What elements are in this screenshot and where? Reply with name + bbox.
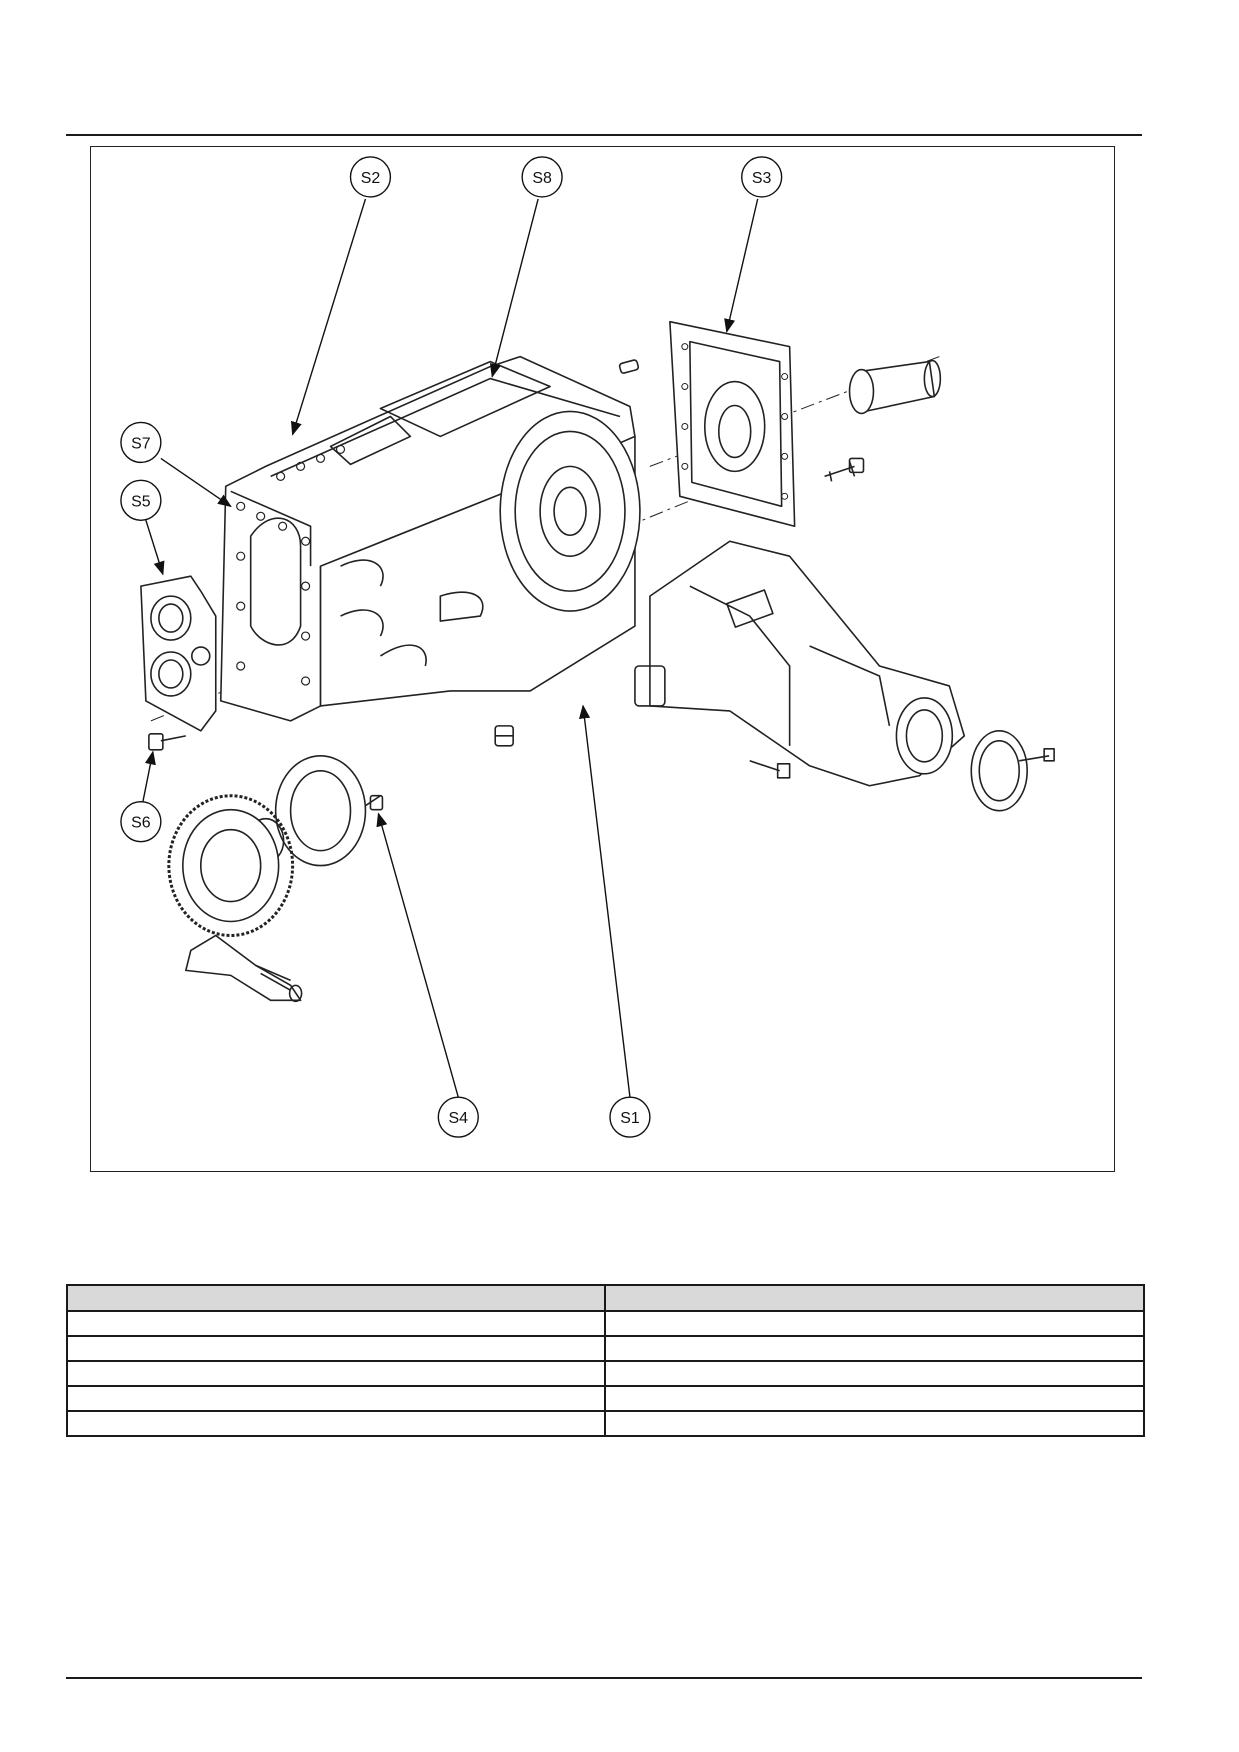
rear-axle-housing	[634, 540, 966, 787]
callout-s6-label: S6	[131, 815, 151, 832]
exploded-view-figure: S2 S8 S3 S7	[90, 146, 1115, 1172]
table-cell	[604, 1360, 1145, 1387]
callout-s4: S4	[376, 812, 479, 1138]
callout-s7: S7	[120, 421, 232, 508]
bolt-s6	[148, 733, 186, 751]
table-cell	[604, 1310, 1145, 1337]
table-header-cell	[604, 1284, 1145, 1312]
callout-s3-label: S3	[752, 170, 772, 187]
table-cell	[604, 1385, 1145, 1412]
callout-s2-label: S2	[361, 170, 381, 187]
transmission-housing	[219, 355, 641, 722]
front-cover-plate	[140, 575, 217, 732]
seal-ring	[970, 730, 1055, 812]
exploded-view-drawing: S2 S8 S3 S7	[120, 156, 1055, 1138]
table-row	[66, 1385, 1145, 1412]
parts-table	[66, 1284, 1145, 1437]
footer-rule	[66, 1677, 1142, 1679]
table-row	[66, 1410, 1145, 1437]
table-header-cell	[66, 1284, 606, 1312]
callout-s3: S3	[724, 156, 783, 334]
table-cell	[66, 1310, 606, 1337]
callout-s4-label: S4	[449, 1110, 469, 1127]
callout-s7-label: S7	[131, 435, 151, 452]
table-cell	[66, 1360, 606, 1387]
header-rule	[66, 134, 1142, 136]
table-cell	[604, 1410, 1145, 1437]
table-row	[66, 1310, 1145, 1337]
table-row	[66, 1335, 1145, 1362]
callout-s5-label: S5	[131, 493, 151, 510]
bushing	[848, 359, 942, 415]
table-cell	[604, 1335, 1145, 1362]
callout-s8-label: S8	[532, 170, 552, 187]
table-cell	[66, 1385, 606, 1412]
callout-s5: S5	[120, 479, 165, 576]
drain-plug	[494, 725, 514, 747]
table-header-row	[66, 1284, 1145, 1312]
callout-s1-label: S1	[620, 1110, 640, 1127]
table-cell	[66, 1335, 606, 1362]
table-cell	[66, 1410, 606, 1437]
gasket-plate	[669, 320, 796, 528]
bolt-s4	[365, 794, 384, 811]
callout-s2: S2	[290, 156, 392, 436]
callout-s1: S1	[578, 704, 651, 1138]
callout-s8: S8	[489, 156, 563, 378]
differential-assembly	[167, 755, 367, 937]
table-row	[66, 1360, 1145, 1387]
callout-s6: S6	[120, 750, 162, 843]
pinion-shaft	[185, 934, 303, 1003]
